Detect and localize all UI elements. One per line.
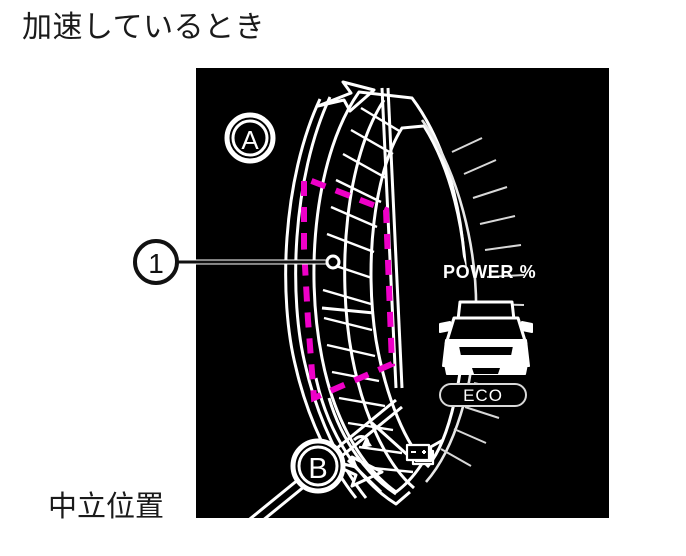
gauge-outer-arc-arrowhead xyxy=(316,80,376,113)
power-percent-label: POWER % xyxy=(443,262,537,282)
callout-1: 1 xyxy=(133,239,179,285)
illustration-panel: POWER % ECO xyxy=(196,68,609,518)
neutral-position-pointer-line xyxy=(248,398,403,518)
highlight-region xyxy=(301,173,396,403)
gauge-outer-arc xyxy=(284,96,368,499)
battery-icon xyxy=(405,443,435,466)
power-gauge-illustration xyxy=(248,80,525,518)
eco-badge: ECO xyxy=(439,383,527,407)
page-title: 加速しているとき xyxy=(22,10,266,45)
gauge-band-rib xyxy=(321,99,415,490)
callout-1-label: 1 xyxy=(148,248,164,279)
neutral-position-caption: 中立位置 xyxy=(48,489,165,523)
car-front-icon xyxy=(439,300,533,375)
